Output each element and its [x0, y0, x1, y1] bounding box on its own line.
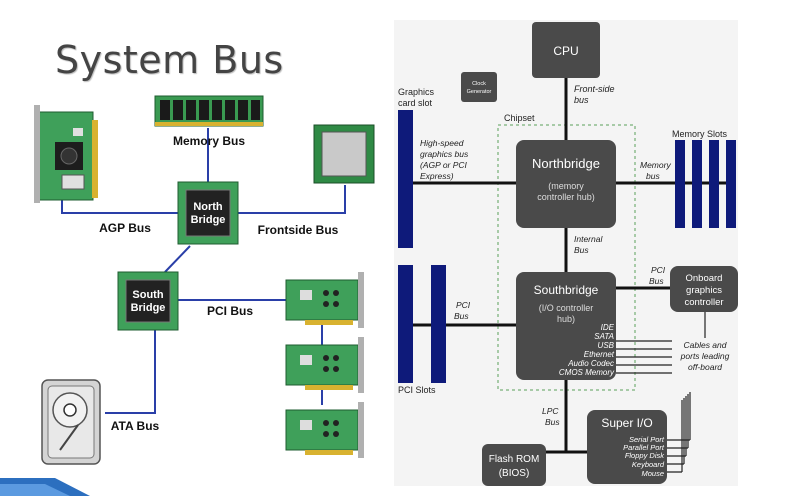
north-bridge-label-2: Bridge: [191, 214, 226, 226]
hs-bus-label-4: Express): [420, 171, 454, 181]
pci-bus-left-label-2: Bus: [454, 311, 469, 321]
right-diagram: Chipset: [394, 20, 738, 486]
pci-card-1: [285, 272, 364, 328]
port-sata: SATA: [594, 332, 614, 341]
port-audio-codec: Audio Codec: [567, 359, 614, 368]
northbridge-sub-2: controller hub): [537, 192, 595, 202]
northbridge-sub-1: (memory: [548, 181, 584, 191]
cpu-box: [532, 22, 600, 78]
internal-bus-label-1: Internal: [574, 234, 603, 244]
south-bridge-label-2: Bridge: [131, 302, 166, 314]
cpu-label: CPU: [553, 44, 578, 58]
agp-graphics-card: [34, 105, 98, 203]
memory-slots-label: Memory Slots: [672, 129, 728, 139]
onboard-label-2: graphics: [686, 285, 722, 296]
lpc-bus-label-1: LPC: [542, 406, 559, 416]
cables-label-1: Cables and: [683, 340, 726, 350]
flash-rom-label-2: (BIOS): [499, 468, 530, 479]
super-io-label: Super I/O: [601, 416, 652, 430]
memory-module: [154, 95, 264, 127]
frontside-bus-label: Frontside Bus: [258, 223, 339, 237]
north-bridge-label-1: North: [193, 201, 223, 213]
southbridge-port-lines: [616, 312, 706, 473]
hs-bus-label-2: graphics bus: [420, 149, 469, 159]
onboard-label-1: Onboard: [686, 273, 723, 284]
south-bridge-label-1: South: [132, 289, 163, 301]
agp-bus-label: AGP Bus: [99, 221, 151, 235]
port-keyboard: Keyboard: [632, 460, 665, 469]
flash-rom-box: [482, 444, 546, 486]
memory-bus-label-2: bus: [646, 171, 660, 181]
southbridge-box: [516, 272, 616, 380]
super-io-ports: Serial Port Parallel Port Floppy Disk Ke…: [623, 435, 665, 478]
left-diagram: Memory Bus North Bridge AGP Bus Frontsid…: [0, 95, 375, 496]
port-ide: IDE: [601, 323, 615, 332]
southbridge-sub-1: (I/O controller: [539, 303, 594, 313]
cables-label-3: off-board: [688, 362, 722, 372]
north-bridge-chip: [177, 181, 239, 245]
pci-card-3: [285, 402, 364, 458]
hs-bus-label-3: (AGP or PCI: [420, 160, 468, 170]
memory-slots: [675, 140, 736, 228]
cpu-chip: [313, 124, 375, 184]
onboard-graphics-box: [670, 266, 738, 312]
super-io-box: [587, 410, 667, 484]
page-title: System Bus: [55, 38, 284, 82]
fsb-label-1: Front-side: [574, 84, 615, 94]
port-ethernet: Ethernet: [584, 350, 615, 359]
graphics-card-slot: [398, 110, 413, 248]
pci-bus-right-label-2: Bus: [649, 276, 664, 286]
clock-label-1: Clock: [472, 81, 486, 87]
port-mouse: Mouse: [641, 469, 664, 478]
port-parallel: Parallel Port: [623, 443, 665, 452]
port-serial: Serial Port: [629, 435, 665, 444]
pci-bus-label: PCI Bus: [207, 304, 253, 318]
pci-card-2: [285, 337, 364, 393]
southbridge-sub-2: hub): [557, 314, 575, 324]
graphics-slot-label-2: card slot: [398, 98, 433, 108]
pci-slots-label: PCI Slots: [398, 385, 436, 395]
pci-slots: [398, 265, 446, 383]
fsb-label-2: bus: [574, 95, 589, 105]
hard-drive: [41, 379, 101, 465]
south-bridge-chip: [117, 271, 179, 331]
southbridge-ports: IDE SATA USB Ethernet Audio Codec CMOS M…: [559, 323, 615, 377]
northbridge-label: Northbridge: [532, 156, 600, 171]
graphics-slot-label-1: Graphics: [398, 87, 435, 97]
pci-bus-right-label-1: PCI: [651, 265, 666, 275]
lpc-bus-label-2: Bus: [545, 417, 560, 427]
onboard-label-3: controller: [684, 297, 723, 308]
ata-bus-label: ATA Bus: [111, 419, 160, 433]
hs-bus-label-1: High-speed: [420, 138, 464, 148]
flash-rom-label-1: Flash ROM: [489, 454, 540, 465]
cables-label-2: ports leading: [680, 351, 730, 361]
northbridge-box: [516, 140, 616, 228]
memory-bus-label-1: Memory: [640, 160, 671, 170]
port-floppy: Floppy Disk: [625, 451, 665, 460]
port-cmos-memory: CMOS Memory: [559, 368, 615, 377]
memory-bus-label: Memory Bus: [173, 134, 245, 148]
southbridge-label: Southbridge: [534, 283, 599, 297]
pci-bus-left-label-1: PCI: [456, 300, 471, 310]
clock-generator-box: [461, 72, 497, 102]
port-usb: USB: [598, 341, 615, 350]
chipset-label: Chipset: [504, 113, 535, 123]
internal-bus-label-2: Bus: [574, 245, 589, 255]
clock-label-2: Generator: [467, 89, 492, 95]
